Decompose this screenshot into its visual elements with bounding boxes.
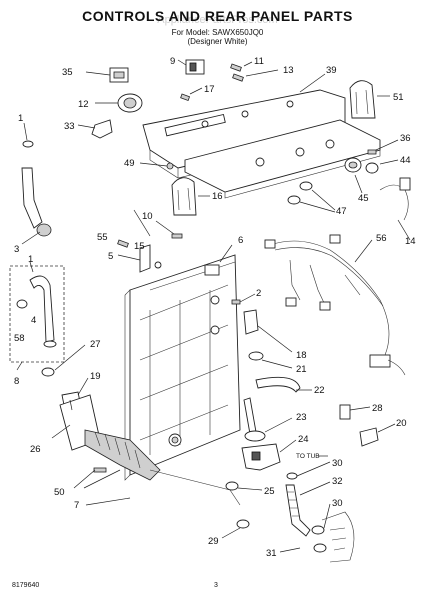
- callout-8: 8: [14, 376, 19, 387]
- timer-part: [85, 67, 129, 83]
- callout-9: 9: [170, 56, 175, 67]
- screw-49: [139, 162, 174, 170]
- to-tub-label: TO TUB: [296, 453, 320, 460]
- end-cap-left: [171, 177, 210, 216]
- drain-hose-lower: [221, 461, 355, 563]
- callout-50: 50: [54, 487, 65, 498]
- callout-49: 49: [124, 158, 135, 169]
- callout-20: 20: [396, 418, 407, 429]
- callout-51: 51: [393, 92, 404, 103]
- screw-10: [155, 220, 183, 239]
- inlet-fitting: [21, 167, 52, 245]
- screws-upper: [180, 61, 279, 102]
- pump-24: [241, 439, 297, 471]
- callout-1-top: 1: [18, 113, 23, 124]
- callout-19: 19: [90, 371, 101, 382]
- control-console: [142, 89, 381, 199]
- end-cap-right: [349, 80, 390, 119]
- hose-clamp-left: [41, 344, 89, 406]
- bracket-18: [231, 293, 293, 369]
- callout-5: 5: [108, 251, 113, 262]
- document-number: 8179640: [12, 582, 40, 589]
- page-number: 3: [214, 582, 218, 589]
- watermark: AppliancePartsPros.com: [157, 14, 278, 26]
- callout-32: 32: [332, 476, 343, 487]
- callout-3: 3: [14, 244, 19, 255]
- wire-harness: [264, 177, 411, 376]
- buttons-47: [287, 181, 336, 213]
- clamp-23: [244, 417, 293, 442]
- callout-47: 47: [336, 206, 347, 217]
- callout-29: 29: [208, 536, 219, 547]
- callout-28: 28: [372, 403, 383, 414]
- callout-39: 39: [326, 65, 337, 76]
- callout-30-a: 30: [332, 458, 343, 469]
- model-subtitle: For Model: SAWX650JQ0: [171, 28, 264, 37]
- callout-58: 58: [14, 333, 25, 344]
- bracket-33: [77, 119, 113, 139]
- callout-45: 45: [358, 193, 369, 204]
- callout-26: 26: [30, 444, 41, 455]
- rear-cabinet-panel: [124, 244, 241, 481]
- hose-kit-box: [9, 261, 65, 371]
- callout-labels: 35 9 11 13 39 17 12 51 1 33 36 44 49 16 …: [14, 56, 416, 559]
- screws-lower-left: [73, 467, 131, 506]
- callout-4: 4: [31, 315, 36, 326]
- callout-21: 21: [296, 364, 307, 375]
- pump-motor: [51, 394, 161, 481]
- parts-28-20: [339, 404, 396, 447]
- callout-15: 15: [134, 241, 145, 252]
- nut-1: [22, 122, 34, 148]
- callout-56: 56: [376, 233, 387, 244]
- color-subtitle: (Designer White): [187, 37, 248, 46]
- callout-7: 7: [74, 500, 79, 511]
- callout-12: 12: [78, 99, 89, 110]
- coupling-25: [149, 469, 263, 506]
- callout-2: 2: [256, 288, 261, 299]
- clip-parts-15: [117, 239, 162, 273]
- switch-part: [177, 59, 205, 75]
- knob-part: [95, 93, 143, 113]
- callout-24: 24: [298, 434, 309, 445]
- callout-23: 23: [296, 412, 307, 423]
- callout-35: 35: [62, 67, 73, 78]
- callout-22: 22: [314, 385, 325, 396]
- callout-31: 31: [266, 548, 277, 559]
- callout-44: 44: [400, 155, 411, 166]
- callout-10: 10: [142, 211, 153, 222]
- callout-16: 16: [212, 191, 223, 202]
- page-title: CONTROLS AND REAR PANEL PARTS: [82, 8, 353, 24]
- callout-18: 18: [296, 350, 307, 361]
- small-parts-right: [344, 139, 399, 194]
- callout-6: 6: [238, 235, 243, 246]
- callout-11: 11: [254, 56, 264, 67]
- leader-lines: [69, 73, 326, 489]
- callout-36: 36: [400, 133, 411, 144]
- callout-13: 13: [283, 65, 294, 76]
- callout-55: 55: [97, 232, 108, 243]
- callout-1-mid: 1: [28, 254, 33, 265]
- callout-14: 14: [405, 236, 416, 247]
- callout-25: 25: [264, 486, 275, 497]
- callout-27: 27: [90, 339, 101, 350]
- callout-30-b: 30: [332, 498, 343, 509]
- callout-17: 17: [204, 84, 215, 95]
- callout-33: 33: [64, 121, 75, 132]
